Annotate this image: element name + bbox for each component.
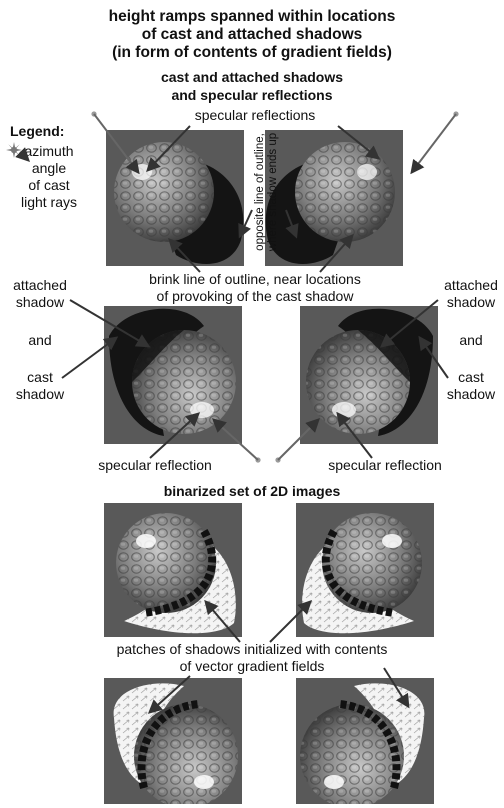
- arrow-cast-left: [62, 338, 116, 378]
- arrow-brink-right: [320, 236, 352, 272]
- arrow-specular-top-left: [148, 126, 190, 170]
- arrow-opposite-right: [286, 210, 296, 236]
- legend-arrow: [20, 152, 28, 160]
- arrow-light-ray-right: [412, 114, 456, 172]
- arrow-opposite-left: [240, 210, 252, 236]
- arrow-light-ray-left: [94, 114, 138, 172]
- arrow-specular-top-right: [338, 126, 378, 158]
- arrow-patches-down-right: [384, 668, 408, 706]
- arrow-attached-left: [70, 300, 148, 346]
- arrow-patches-down-left: [150, 676, 190, 712]
- arrow-specular-left: [150, 414, 198, 458]
- arrow-brink-left: [170, 240, 200, 272]
- arrow-light-ray-bottom-left: [214, 420, 258, 460]
- arrow-specular-right: [338, 414, 372, 458]
- arrow-light-ray-bottom-right: [278, 420, 318, 460]
- arrow-patches-up-right: [270, 602, 310, 642]
- arrow-patches-up-left: [206, 602, 240, 642]
- arrow-attached-right: [382, 300, 438, 346]
- arrow-cast-right: [420, 338, 448, 378]
